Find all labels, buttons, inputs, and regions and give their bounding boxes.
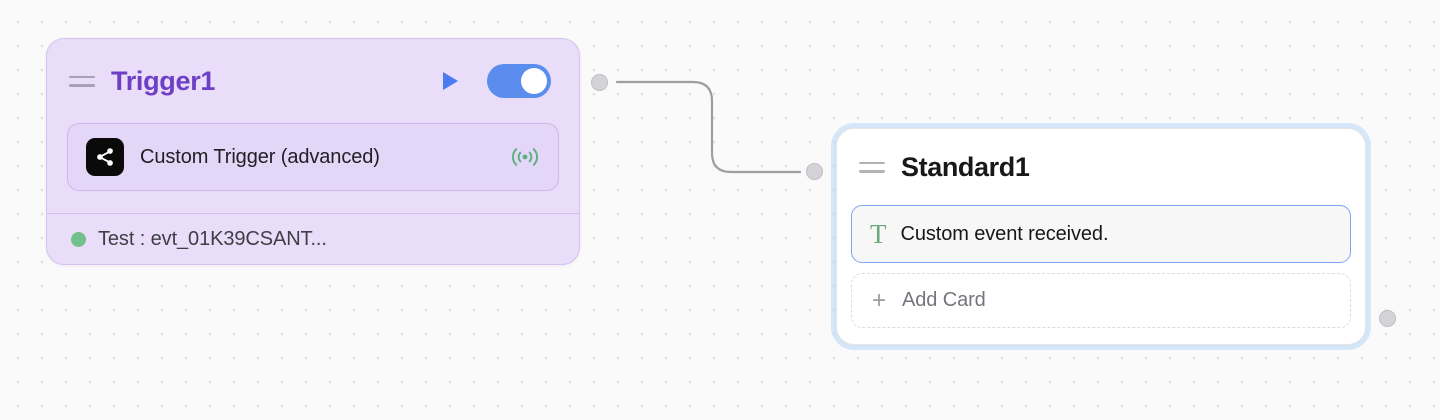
edge-trigger-to-standard (615, 80, 802, 174)
standard-node[interactable]: Standard1 T Custom event received. + Add… (836, 128, 1366, 345)
plus-icon: + (872, 286, 887, 314)
text-card-label: Custom event received. (900, 222, 1109, 245)
standard-node-header[interactable]: Standard1 (837, 129, 1365, 205)
handle-standard-input[interactable] (806, 163, 823, 180)
standard-node-body: T Custom event received. + Add Card (837, 205, 1365, 344)
trigger-node-header[interactable]: Trigger1 (47, 39, 579, 123)
share-nodes-icon-glyph (97, 148, 113, 166)
standard-node-title: Standard1 (901, 151, 1030, 182)
share-nodes-icon (86, 138, 124, 176)
handle-trigger-output[interactable] (591, 74, 608, 91)
broadcast-signal-icon (510, 143, 540, 171)
text-T-icon: T (870, 218, 887, 249)
drag-handle-icon[interactable] (69, 73, 95, 89)
trigger-node-footer[interactable]: Test : evt_01K39CSANT... (47, 213, 579, 264)
text-card[interactable]: T Custom event received. (851, 205, 1351, 263)
status-dot-icon (71, 231, 86, 247)
trigger-node[interactable]: Trigger1 Custom (46, 38, 580, 265)
trigger-type-label: Custom Trigger (advanced) (140, 145, 380, 168)
add-card-label: Add Card (902, 289, 986, 311)
add-card-button[interactable]: + Add Card (851, 273, 1351, 328)
trigger-node-title: Trigger1 (111, 65, 216, 96)
drag-handle-icon[interactable] (859, 159, 885, 175)
trigger-enabled-toggle[interactable] (487, 64, 551, 98)
broadcast-signal-icon-glyph (512, 148, 538, 166)
trigger-node-body: Custom Trigger (advanced) (47, 123, 579, 213)
play-icon-glyph (443, 72, 458, 90)
play-icon[interactable] (439, 69, 461, 93)
trigger-type-card[interactable]: Custom Trigger (advanced) (67, 123, 559, 191)
toggle-knob (521, 68, 547, 94)
trigger-test-status: Test : evt_01K39CSANT... (98, 227, 327, 250)
handle-standard-output[interactable] (1379, 310, 1396, 327)
